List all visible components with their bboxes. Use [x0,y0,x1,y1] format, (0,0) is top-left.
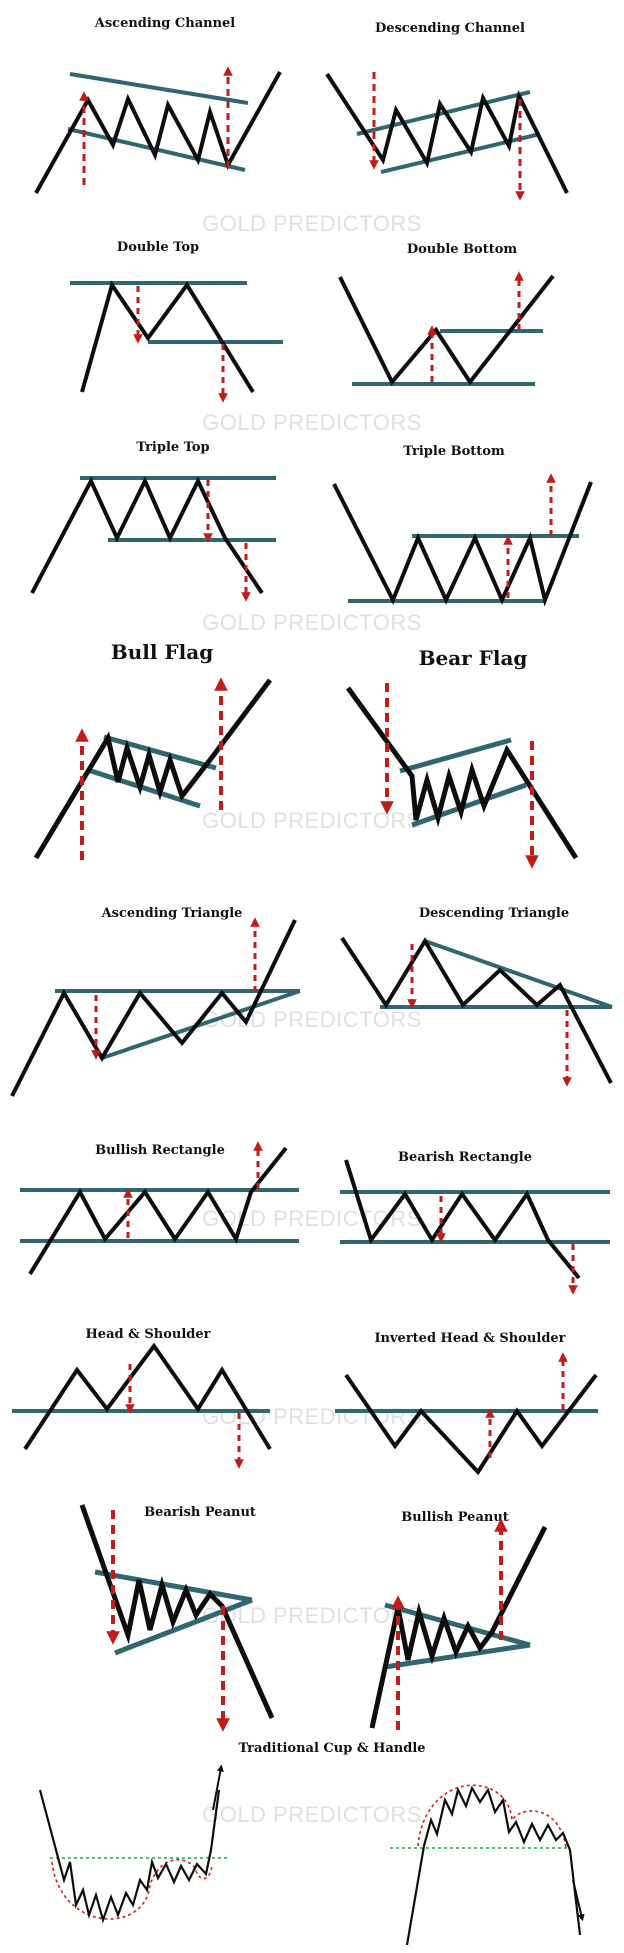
price-line [344,1159,581,1280]
price-line [344,1373,598,1476]
price-line [34,71,282,194]
upper-converging-line [94,1569,253,1603]
title-double-top: Double Top [116,240,200,255]
diagram-ascending-channel [34,66,282,194]
flag-upper-line [103,734,217,771]
cup-outline-dotted [51,1859,213,1920]
cup-outline-dotted [417,1784,567,1849]
price-line [80,280,255,394]
title-descending-channel: Descending Channel [375,21,525,36]
title-double-bottom: Double Bottom [406,242,518,257]
title-bullish-peanut: Bullish Peanut [401,1510,509,1525]
title-bear-flag: Bear Flag [418,646,528,670]
diagram-bear-flag [345,683,579,869]
diagram-triple-top [30,476,276,602]
channel-upper-line [69,72,249,105]
title-triple-top: Triple Top [136,440,210,455]
title-ascending-channel: Ascending Channel [94,16,236,31]
title-traditional-cup-and-handle: Traditional Cup & Handle [238,1741,426,1756]
watermark: GOLD PREDICTORS [202,211,422,236]
price-line [345,686,579,860]
title-bearish-peanut: Bearish Peanut [144,1505,256,1520]
price-line [79,1504,275,1720]
diagram-triple-bottom [332,473,593,607]
diagram-cup-and-handle-bearish [390,1784,585,1946]
diagram-double-bottom [338,271,555,386]
lower-converging-line [114,1597,253,1656]
price-line [340,936,613,1084]
rising-support-line [101,989,301,1060]
breakdown-arrow [572,1879,585,1922]
diagram-descending-channel [325,72,569,201]
diagram-ascending-triangle [10,917,301,1097]
title-descending-triangle: Descending Triangle [418,906,570,921]
upper-converging-line [384,1602,531,1648]
watermark: GOLD PREDICTORS [202,410,422,435]
title-bearish-rectangle: Bearish Rectangle [398,1150,532,1165]
diagram-bearish-rectangle [340,1159,610,1295]
falling-resistance-line [424,939,613,1009]
price-line [10,919,297,1097]
price-line [369,1525,548,1729]
title-bullish-rectangle: Bullish Rectangle [95,1143,225,1158]
title-ascending-triangle: Ascending Triangle [101,906,243,921]
watermark: GOLD PREDICTORS [202,610,422,635]
diagram-bullish-rectangle [20,1141,299,1276]
price-line [28,1146,288,1276]
title-bull-flag: Bull Flag [110,640,214,664]
diagram-inverted-head-and-shoulder [335,1352,598,1476]
flag-upper-line [399,737,512,774]
price-line [325,72,569,194]
price-line [332,481,593,607]
flag-lower-line [411,782,527,828]
price-line [30,476,264,595]
diagram-cup-and-handle-bullish [38,1764,228,1924]
diagram-bearish-peanut [79,1504,275,1732]
diagram-descending-triangle [340,936,613,1087]
price-line [38,1789,221,1924]
price-line [405,1785,582,1946]
diagram-double-top [70,280,283,403]
breakout-arrow [212,1764,224,1811]
watermark: GOLD PREDICTORS [202,1802,422,1827]
channel-lower-line [380,132,541,174]
title-head-and-shoulder: Head & Shoulder [85,1327,211,1342]
price-line [33,678,272,860]
diagram-bullish-peanut [369,1518,548,1730]
price-line [23,1342,272,1451]
title-inverted-head-and-shoulder: Inverted Head & Shoulder [374,1331,566,1346]
diagram-bull-flag [33,677,272,860]
lower-converging-line [384,1642,531,1670]
diagram-head-and-shoulder [12,1342,272,1469]
title-triple-bottom: Triple Bottom [403,444,505,459]
